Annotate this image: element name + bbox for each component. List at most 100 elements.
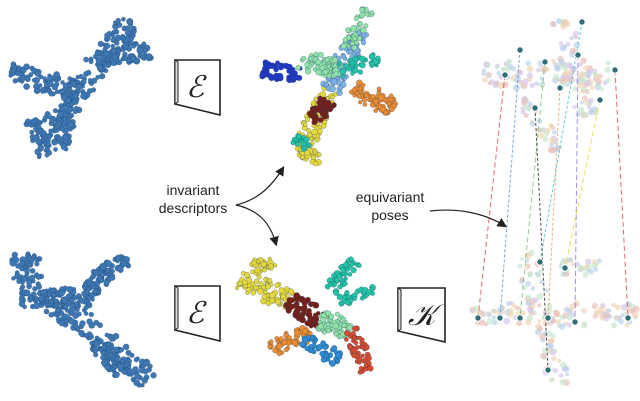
point [311,301,317,307]
point [101,344,107,351]
point [300,55,307,62]
point [337,316,342,321]
pose-point [508,64,514,69]
pose-point [486,312,492,317]
point [37,127,43,133]
pose-point [539,82,545,88]
point [33,302,40,310]
point [307,111,313,117]
point [132,366,139,373]
point [288,288,294,295]
keypoint-box: 𝒦 [397,287,446,344]
point [341,316,346,322]
point [290,74,296,81]
point [9,259,17,267]
point [363,23,369,29]
pose-point [552,348,558,354]
pose-point [583,112,590,118]
point [308,331,313,336]
point [268,339,274,345]
point [299,341,306,348]
point [326,73,332,79]
point [88,59,94,65]
point [109,274,116,281]
point [35,274,42,280]
pose-point [536,127,542,133]
point [313,161,319,167]
keypoint-marker [496,314,504,322]
point [93,352,99,358]
point [47,75,53,81]
point [360,27,367,34]
input-airplane-top [8,16,154,160]
point [48,299,54,305]
point [294,329,301,337]
point [315,59,322,65]
point [11,251,18,258]
point [308,323,314,329]
pose-point [632,312,639,319]
keypoint-marker [561,264,569,272]
point [19,266,25,272]
point [328,282,333,287]
pose-point [544,288,549,293]
point [51,83,59,91]
pose-point [546,302,553,309]
point [73,105,79,111]
point [58,289,66,297]
pose-point [545,307,553,315]
point [347,344,353,349]
point [305,68,312,75]
point [115,254,122,262]
point [344,337,349,342]
point [352,36,358,42]
point [97,40,104,47]
point [349,60,356,66]
point [377,94,385,101]
point [293,292,300,299]
point [114,34,122,42]
pose-point [525,294,531,300]
point [40,89,45,94]
point [47,134,52,140]
point [110,48,117,55]
point [354,40,359,46]
point [376,86,382,92]
pose-point [580,321,588,329]
pose-point [536,293,544,300]
point [332,322,339,329]
point [70,80,77,87]
pose-point [491,319,498,326]
point [298,297,304,303]
point [253,284,259,290]
point [294,137,299,142]
pose-point [558,373,564,378]
point [54,89,60,94]
encoder-symbol-top: ℰ [186,71,207,104]
point [336,293,344,301]
point [60,80,65,85]
match-line [564,99,601,269]
pose-point [632,305,640,313]
point [356,79,363,86]
point [85,69,92,76]
pose-point [563,20,571,28]
point [73,323,79,329]
point [129,352,135,358]
pose-point [562,66,568,72]
point [300,154,305,160]
point [345,267,351,272]
pose-point [582,95,588,101]
point [86,300,91,306]
point [103,279,110,286]
point [113,346,119,353]
point [331,273,337,279]
pose-point [565,82,570,88]
pose-point [588,110,593,115]
point [93,269,100,276]
encoder-box-bottom: ℰ [174,285,221,343]
point [134,42,139,47]
point [265,283,271,290]
point [383,110,389,115]
point [130,25,135,31]
